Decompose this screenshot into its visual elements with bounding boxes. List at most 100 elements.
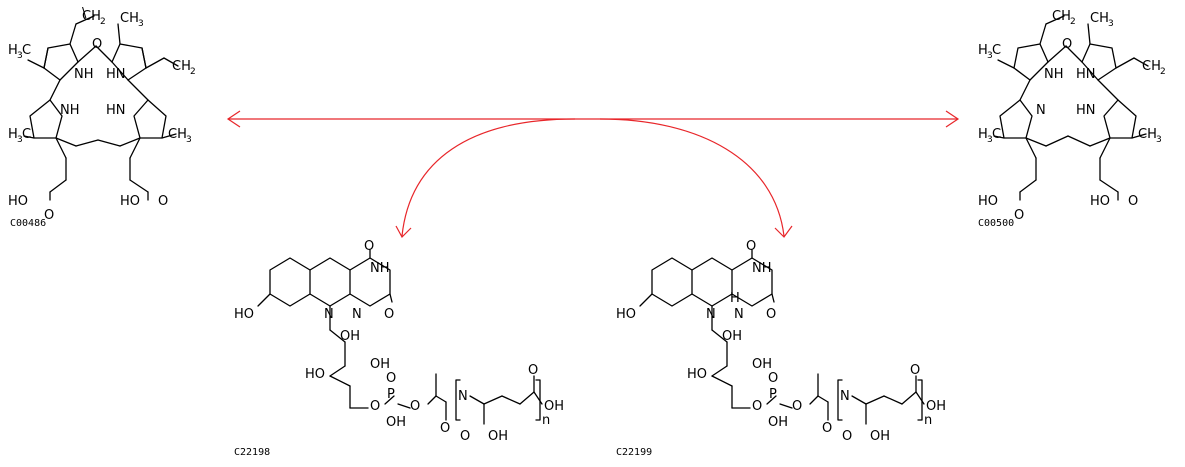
svg-text:N: N (458, 389, 468, 404)
svg-text:OH: OH (544, 399, 564, 414)
svg-text:H: H (978, 43, 988, 58)
compound-id-c00500: C00500 (978, 218, 1014, 229)
svg-text:N: N (734, 307, 744, 322)
svg-text:CH: CH (1090, 11, 1109, 26)
svg-text:3: 3 (987, 51, 993, 61)
svg-text:O: O (752, 399, 762, 414)
svg-text:OH: OH (768, 415, 788, 430)
svg-text:O: O (410, 399, 420, 414)
svg-text:H: H (8, 43, 18, 58)
svg-text:HN: HN (1076, 67, 1096, 82)
svg-text:O: O (44, 208, 54, 223)
svg-text:HN: HN (106, 67, 126, 82)
svg-text:O: O (1014, 208, 1024, 223)
compound-id-c22199: C22199 (616, 447, 652, 458)
svg-text:P: P (769, 387, 777, 402)
svg-text:HO: HO (8, 194, 28, 209)
svg-text:O: O (364, 239, 374, 254)
svg-text:O: O (842, 429, 852, 444)
svg-text:HO: HO (120, 194, 140, 209)
svg-text:N: N (840, 389, 850, 404)
svg-text:CH: CH (1052, 9, 1071, 24)
svg-text:2: 2 (100, 17, 106, 27)
svg-text:CH: CH (120, 11, 139, 26)
svg-text:OH: OH (926, 399, 946, 414)
svg-text:C: C (992, 43, 1001, 58)
svg-text:OH: OH (370, 357, 390, 372)
svg-text:CH: CH (172, 59, 191, 74)
svg-text:H: H (730, 291, 740, 306)
svg-text:CH: CH (168, 127, 187, 142)
svg-text:O: O (528, 363, 538, 378)
svg-text:N: N (352, 307, 362, 322)
svg-text:O: O (746, 239, 756, 254)
svg-text:O: O (768, 371, 778, 386)
svg-text:CH: CH (1142, 59, 1161, 74)
svg-text:HO: HO (305, 367, 325, 382)
svg-text:2: 2 (1160, 67, 1166, 77)
svg-text:3: 3 (186, 135, 192, 145)
svg-text:O: O (822, 421, 832, 436)
side-arrowhead-right (774, 225, 793, 238)
svg-text:NH: NH (1044, 67, 1064, 82)
arrowhead-left (226, 110, 241, 128)
svg-text:O: O (92, 37, 102, 52)
svg-text:H: H (8, 127, 18, 142)
svg-text:O: O (792, 399, 802, 414)
svg-text:C: C (22, 43, 31, 58)
svg-text:O: O (386, 371, 396, 386)
svg-text:O: O (158, 194, 168, 209)
svg-text:HN: HN (106, 103, 126, 118)
svg-text:N: N (324, 307, 334, 322)
svg-text:O: O (766, 307, 776, 322)
svg-text:HO: HO (978, 194, 998, 209)
reaction-arrows (226, 110, 960, 238)
svg-text:NH: NH (752, 261, 772, 276)
svg-text:HO: HO (234, 307, 254, 322)
svg-text:O: O (370, 399, 380, 414)
svg-text:OH: OH (722, 329, 742, 344)
svg-text:O: O (1128, 194, 1138, 209)
compound-c22198[interactable]: O NH O N N HO OH HO OH O P O OH O O N O … (234, 239, 564, 458)
compound-id-c00486: C00486 (10, 218, 46, 229)
svg-text:O: O (440, 421, 450, 436)
svg-text:OH: OH (752, 357, 772, 372)
svg-text:N: N (1036, 103, 1046, 118)
svg-text:HO: HO (1090, 194, 1110, 209)
svg-text:3: 3 (1108, 19, 1114, 29)
svg-text:NH: NH (60, 103, 80, 118)
svg-text:3: 3 (17, 135, 23, 145)
svg-text:OH: OH (488, 429, 508, 444)
svg-text:HO: HO (616, 307, 636, 322)
svg-text:OH: OH (386, 415, 406, 430)
svg-text:O: O (910, 363, 920, 378)
svg-text:P: P (387, 387, 395, 402)
svg-text:3: 3 (1156, 135, 1162, 145)
svg-text:n: n (542, 413, 550, 428)
svg-text:2: 2 (1070, 17, 1076, 27)
compound-id-c22198: C22198 (234, 447, 270, 458)
svg-text:C: C (992, 127, 1001, 142)
svg-text:HN: HN (1076, 103, 1096, 118)
svg-text:N: N (706, 307, 716, 322)
svg-text:3: 3 (138, 19, 144, 29)
side-arrow-right (599, 118, 785, 237)
svg-text:OH: OH (340, 329, 360, 344)
svg-text:O: O (460, 429, 470, 444)
compound-c22199[interactable]: O NH O H N N HO OH HO OH O P O OH O O N … (616, 239, 946, 458)
svg-text:3: 3 (987, 135, 993, 145)
svg-text:NH: NH (74, 67, 94, 82)
svg-text:2: 2 (190, 67, 196, 77)
svg-text:CH: CH (1138, 127, 1157, 142)
svg-text:O: O (384, 307, 394, 322)
svg-text:OH: OH (870, 429, 890, 444)
svg-text:n: n (924, 413, 932, 428)
side-arrow-left (401, 118, 576, 237)
svg-text:NH: NH (370, 261, 390, 276)
svg-text:H: H (978, 127, 988, 142)
svg-text:O: O (1062, 37, 1072, 52)
svg-text:3: 3 (17, 51, 23, 61)
